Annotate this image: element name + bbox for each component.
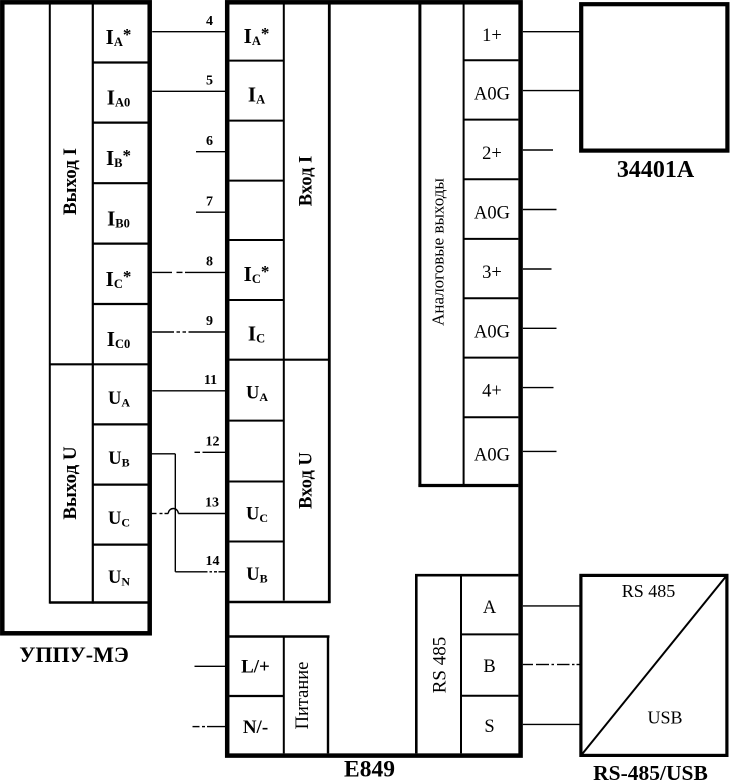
svg-text:Вход U: Вход U [297, 452, 317, 509]
svg-text:Вход I: Вход I [297, 156, 317, 207]
svg-text:A0G: A0G [474, 204, 510, 224]
svg-text:3+: 3+ [482, 263, 502, 283]
svg-text:34401A: 34401A [617, 157, 695, 183]
svg-text:Аналоговые выходы: Аналоговые выходы [429, 178, 448, 326]
svg-text:RS 485: RS 485 [622, 581, 676, 601]
svg-text:N/-: N/- [243, 717, 268, 738]
svg-text:Выход U: Выход U [60, 446, 81, 520]
svg-text:S: S [484, 717, 494, 737]
svg-text:УППУ-МЭ: УППУ-МЭ [19, 642, 129, 667]
svg-text:9: 9 [206, 314, 213, 329]
svg-text:11: 11 [204, 373, 217, 388]
svg-text:8: 8 [206, 255, 213, 270]
svg-text:14: 14 [206, 554, 220, 569]
svg-text:A0G: A0G [474, 445, 510, 465]
svg-text:L/+: L/+ [241, 657, 270, 678]
svg-text:Питание: Питание [293, 662, 313, 730]
svg-text:1+: 1+ [482, 26, 502, 46]
svg-text:4+: 4+ [482, 382, 502, 402]
svg-text:4: 4 [206, 14, 213, 29]
svg-text:RS 485: RS 485 [430, 637, 451, 694]
svg-text:7: 7 [206, 194, 213, 209]
svg-text:6: 6 [206, 134, 213, 149]
svg-text:A0G: A0G [474, 322, 510, 342]
svg-text:Е849: Е849 [344, 757, 395, 783]
svg-text:Выход I: Выход I [60, 148, 81, 215]
svg-text:RS-485/USB: RS-485/USB [593, 761, 708, 783]
svg-text:USB: USB [647, 708, 682, 728]
svg-text:12: 12 [206, 435, 220, 450]
svg-text:B: B [483, 657, 495, 677]
svg-text:5: 5 [206, 74, 213, 89]
svg-text:2+: 2+ [482, 144, 502, 164]
svg-text:13: 13 [205, 496, 219, 511]
svg-text:A: A [483, 598, 497, 618]
svg-text:A0G: A0G [474, 85, 510, 105]
